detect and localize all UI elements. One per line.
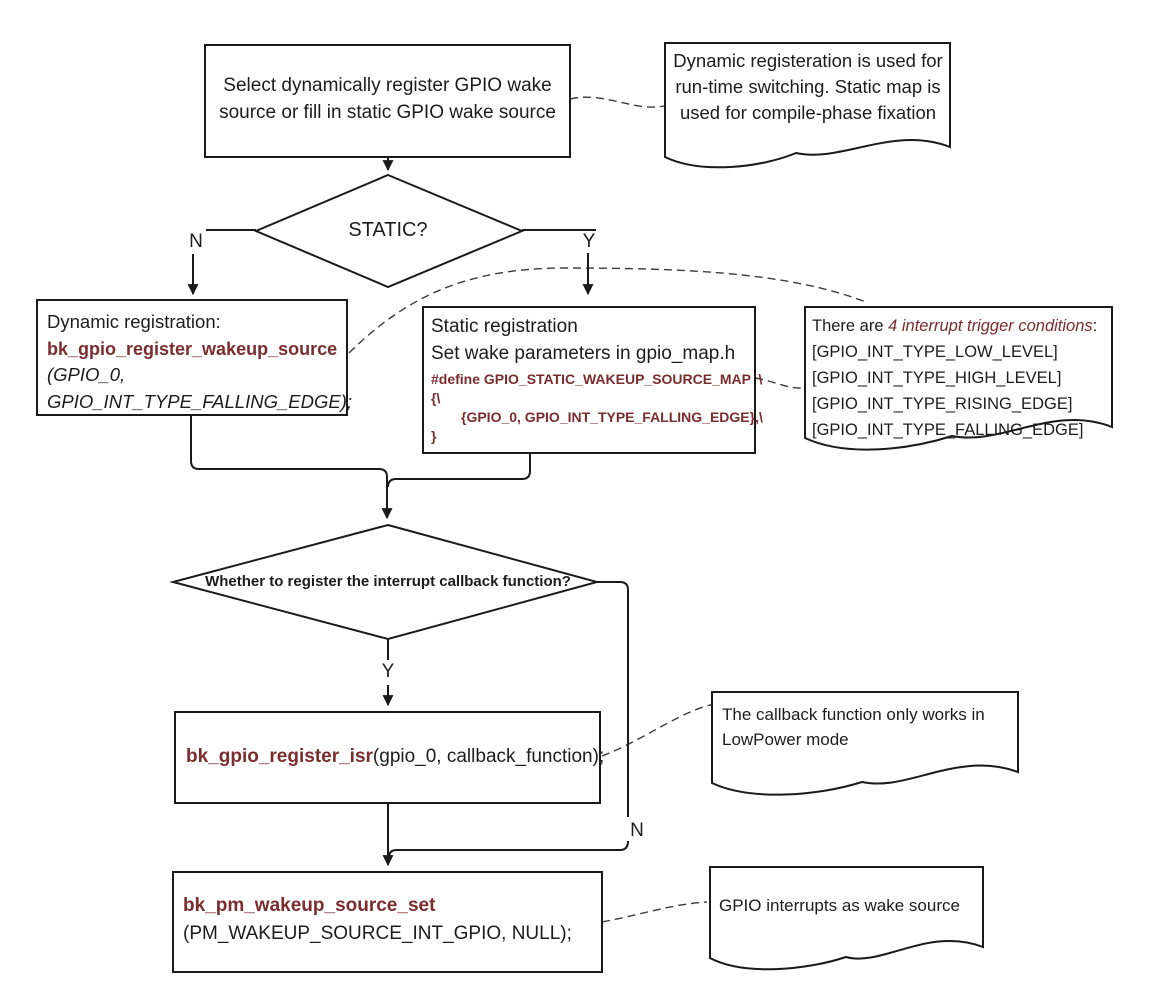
dynamic-function-name: bk_gpio_register_wakeup_source <box>47 338 338 359</box>
branch-label-yes: Y <box>381 661 395 682</box>
isr-args: (gpio_0, callback_function); <box>372 746 605 767</box>
static-title: Static registration <box>431 316 578 337</box>
pm-box-text: bk_pm_wakeup_source_set (PM_WAKEUP_SOURC… <box>183 892 595 948</box>
dashed-connector-dynamic-to-triggers-note <box>348 267 867 354</box>
arrow-dynamic-to-decision2 <box>190 415 393 520</box>
dynamic-title: Dynamic registration: <box>47 311 221 332</box>
static-code-line: #define GPIO_STATIC_WAKEUP_SOURCE_MAP \ <box>431 371 763 387</box>
note-triggers-text: There are 4 interrupt trigger conditions… <box>812 313 1111 443</box>
triggers-heading: There are 4 interrupt trigger conditions… <box>812 313 1111 339</box>
line-static-to-merge <box>387 453 531 488</box>
pm-function-name: bk_pm_wakeup_source_set <box>183 895 436 916</box>
dynamic-box-text: Dynamic registration: bk_gpio_register_w… <box>47 309 352 415</box>
static-subtitle: Set wake parameters in gpio_map.h <box>431 343 736 364</box>
triggers-highlight: 4 interrupt trigger conditions <box>888 317 1093 335</box>
line-no-loop-join <box>388 840 629 858</box>
decision-callback-label: Whether to register the interrupt callba… <box>205 573 571 590</box>
isr-box-text: bk_gpio_register_isr(gpio_0, callback_fu… <box>186 746 604 768</box>
note-wake-text: GPIO interrupts as wake source <box>719 896 960 915</box>
static-code-line: } <box>431 428 437 444</box>
static-code-line: {\ <box>431 390 441 406</box>
pm-args: (PM_WAKEUP_SOURCE_INT_GPIO, NULL); <box>183 923 572 944</box>
triggers-suffix: : <box>1092 317 1098 335</box>
pm-box-shape <box>172 871 603 973</box>
trigger-item: [GPIO_INT_TYPE_LOW_LEVEL] <box>812 343 1058 361</box>
note-registration-text: Dynamic registeration is used for run-ti… <box>673 50 943 123</box>
static-code-line: {GPIO_0, GPIO_INT_TYPE_FALLING_EDGE},\ <box>461 409 763 425</box>
dashed-connector-pm-to-wake-note <box>601 901 708 923</box>
static-box-text: Static registration Set wake parameters … <box>431 313 763 446</box>
static-box-shape <box>422 306 756 454</box>
dynamic-arg-line2: GPIO_INT_TYPE_FALLING_EDGE); <box>47 390 352 412</box>
isr-function-name: bk_gpio_register_isr <box>186 746 373 767</box>
dashed-connector-start-to-note <box>569 96 665 108</box>
note-triggers-shape <box>804 306 1113 451</box>
dynamic-box-shape <box>36 299 348 416</box>
trigger-item: [GPIO_INT_TYPE_FALLING_EDGE] <box>812 421 1084 439</box>
dashed-connector-static-to-triggers-note <box>754 377 805 389</box>
start-node-text: Select dynamically register GPIO wake so… <box>219 75 556 123</box>
note-callback-text: The callback function only works in LowP… <box>722 705 985 749</box>
trigger-item: [GPIO_INT_TYPE_HIGH_LEVEL] <box>812 369 1062 387</box>
dynamic-arg-line1: (GPIO_0, <box>47 364 126 385</box>
isr-box-shape <box>174 711 601 804</box>
note-wake-shape <box>709 866 984 971</box>
line-decision2-no-down <box>597 581 629 817</box>
branch-label-no: N <box>189 231 203 252</box>
note-registration-shape <box>664 42 951 169</box>
dashed-connector-isr-to-callback-note <box>601 703 716 757</box>
branch-label-yes: Y <box>582 231 596 252</box>
trigger-item: [GPIO_INT_TYPE_RISING_EDGE] <box>812 395 1073 413</box>
branch-label-no: N <box>630 820 644 841</box>
decision-static-shape <box>253 173 525 289</box>
note-callback-shape <box>711 691 1019 796</box>
triggers-prefix: There are <box>812 317 889 335</box>
decision-static-label: STATIC? <box>348 219 428 241</box>
